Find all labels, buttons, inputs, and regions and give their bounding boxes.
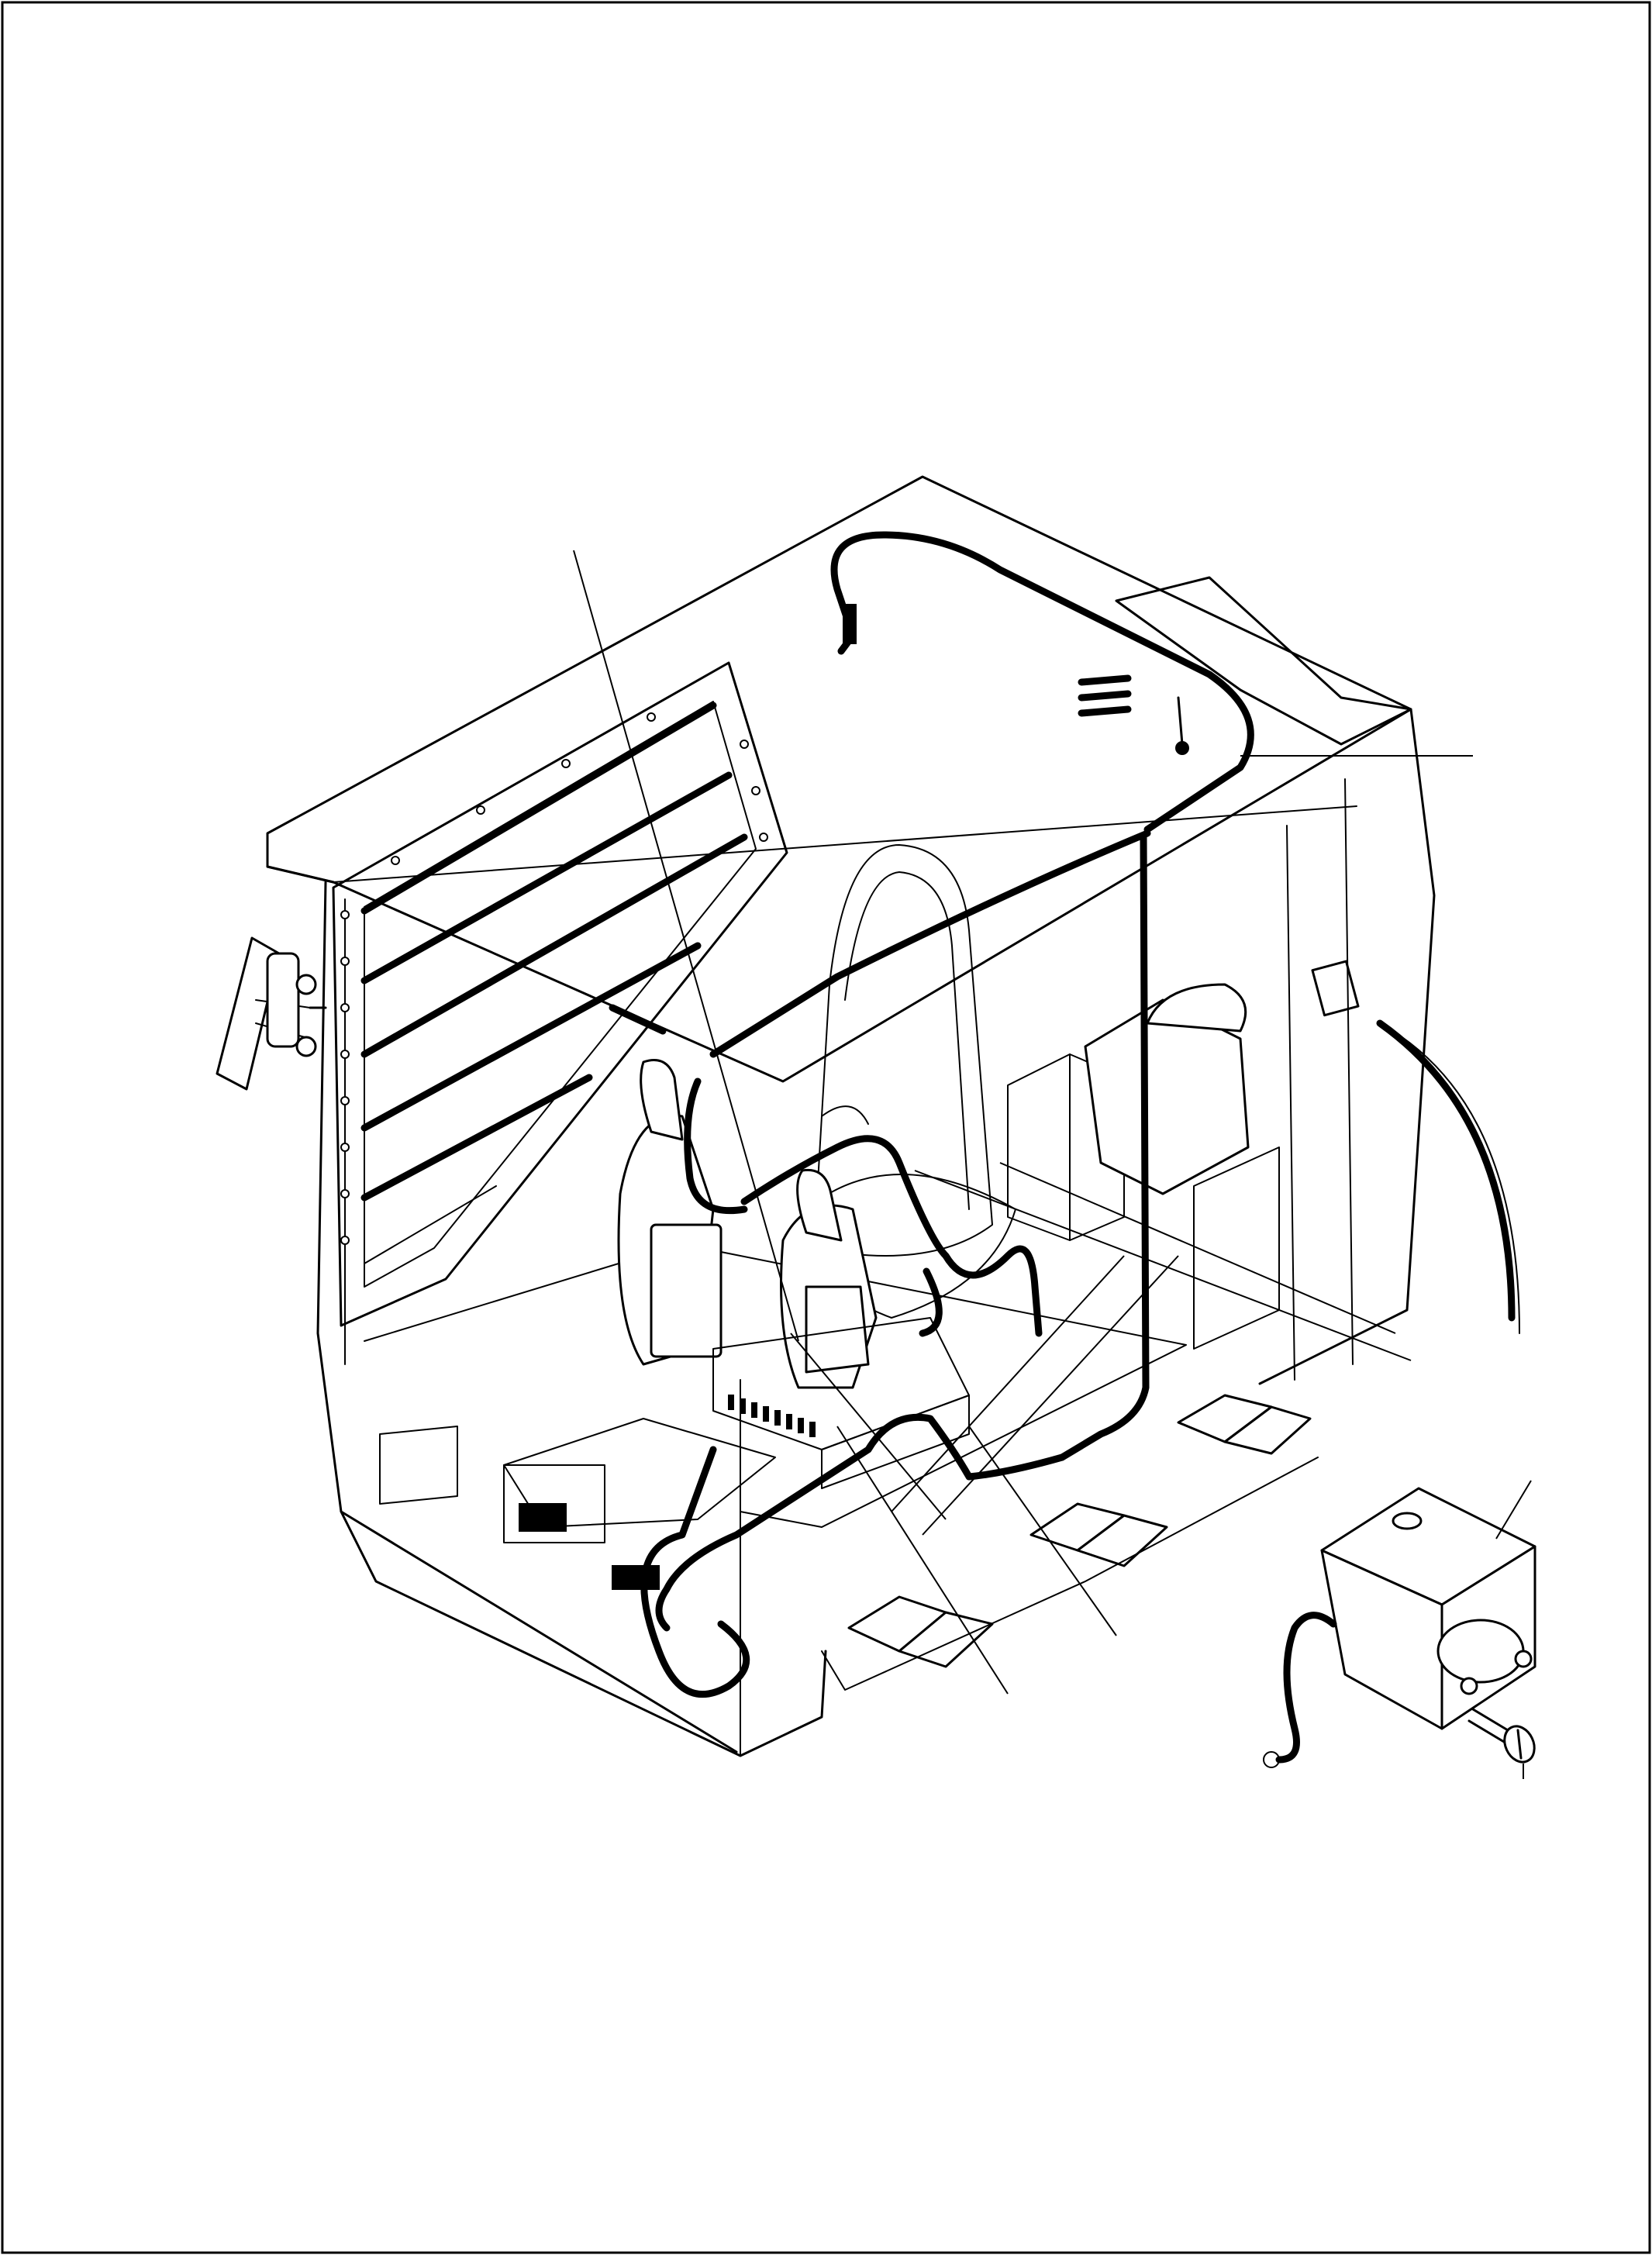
frame-bolts [340,712,768,1245]
lamp-unit [1320,1487,1536,1730]
roof-connector [1078,674,1189,755]
callout-leaders [573,550,1532,1779]
cab-roof [266,475,1412,1083]
windshield-frame [332,661,788,1327]
wiring-harness [609,531,1254,1698]
mounting-screw [1467,1708,1536,1764]
cab-floor [364,1243,1187,1528]
vent-slots [728,1395,816,1437]
side-mirror [216,936,327,1091]
lamp-location-arrow [1376,1019,1516,1322]
right-controller-box [1007,983,1280,1350]
seat-loop-harness [740,1135,1043,1337]
right-console [780,1168,878,1389]
floor-harness [655,1413,1066,1632]
cab-rear-top [1115,576,1412,746]
seat-base-box [379,1317,970,1590]
roof-harness [830,531,1254,833]
cab-front-pillar [316,881,738,1753]
left-console [617,1059,723,1366]
cab-body [266,475,1436,1757]
front-loop-harness [640,1446,750,1698]
cab-right-wall [1258,708,1436,1385]
cab-floor-front [340,1510,827,1757]
pedal-row [821,1394,1319,1691]
rear-post-harness [1058,833,1150,1461]
lamp-cable [1275,1612,1337,1764]
wall-switch [1311,960,1360,1017]
